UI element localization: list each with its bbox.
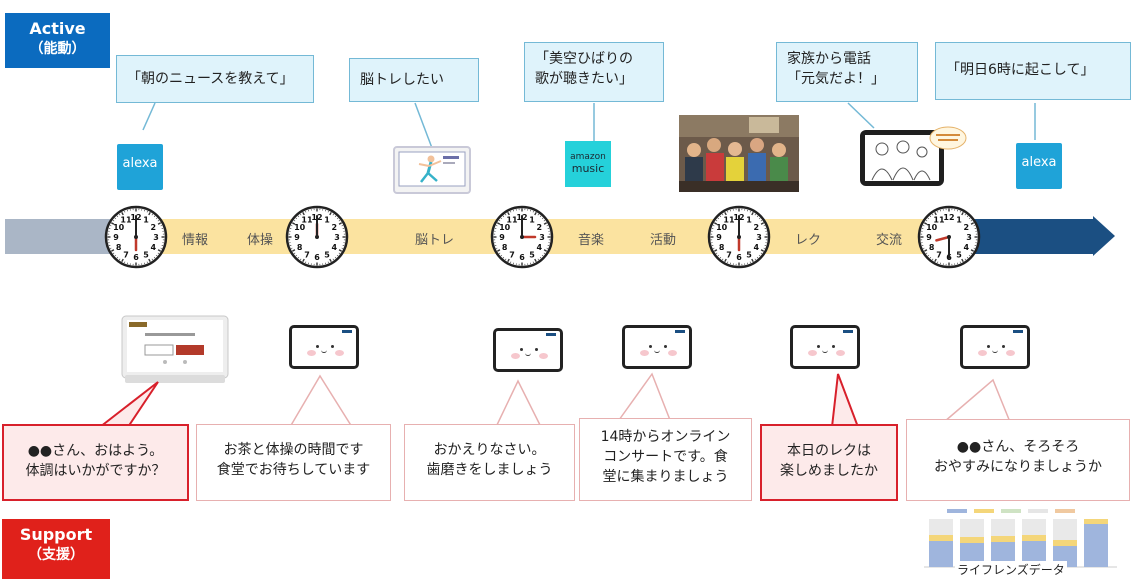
support-message-concert: 14時からオンライン コンサートです。食 堂に集まりましょう	[579, 418, 752, 501]
support-line: ●●さん、おはよう。	[12, 441, 179, 461]
support-line: 14時からオンライン	[588, 427, 743, 447]
support-message-return: おかえりなさい。 歯磨きをしましょう	[404, 424, 575, 501]
support-line: 楽しめましたか	[770, 461, 888, 481]
support-message-exercise: お茶と体操の時間です 食堂でお待ちしています	[196, 424, 391, 501]
support-line: ●●さん、そろそろ	[915, 437, 1121, 457]
support-line: コンサートです。食	[588, 447, 743, 467]
support-line: おやすみになりましょうか	[915, 457, 1121, 477]
support-message-morning: ●●さん、おはよう。 体調はいかがですか？	[2, 424, 189, 501]
support-line: お茶と体操の時間です	[205, 440, 382, 460]
support-line: 食堂でお待ちしています	[205, 460, 382, 480]
support-line: 堂に集まりましょう	[588, 467, 743, 487]
support-message-night: ●●さん、そろそろ おやすみになりましょうか	[906, 419, 1130, 501]
support-line: 本日のレクは	[770, 441, 888, 461]
support-line: 体調はいかがですか？	[12, 461, 179, 481]
support-message-recreation: 本日のレクは 楽しめましたか	[760, 424, 898, 501]
lifelens-title: ライフレンズデータ	[955, 561, 1067, 578]
support-line: おかえりなさい。	[413, 440, 566, 460]
support-line: 歯磨きをしましょう	[413, 460, 566, 480]
